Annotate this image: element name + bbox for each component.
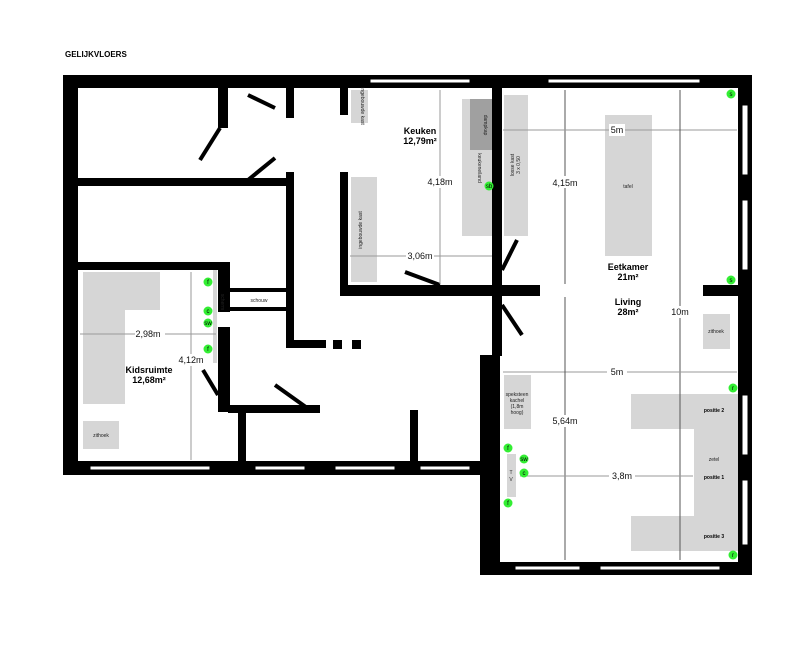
label-kachel-4: hoog)	[511, 410, 524, 416]
label-kachel-2: kachel	[510, 398, 524, 404]
label-schouw: schouw	[251, 298, 268, 304]
label-positie-2: positie 2	[704, 408, 725, 414]
dim-tv-distance: 3,8m	[612, 471, 632, 481]
dampkap	[470, 99, 495, 150]
dim-total-length: 10m	[671, 307, 689, 317]
label-keukeneiland: keukeneiland	[476, 153, 482, 183]
losse-kast	[504, 95, 528, 236]
scherm	[213, 270, 217, 363]
room-kidsruimte-name: Kidsruimte	[125, 365, 172, 375]
dim-eetkamer-width: 5m	[611, 125, 624, 135]
label-losse-kast-size: 3 x 0,50	[516, 156, 522, 174]
dim-keuken-height: 4,18m	[427, 177, 452, 187]
zithoek-kids	[83, 421, 119, 449]
label-kachel-3: (1,8m	[511, 404, 524, 410]
svg-text:c: c	[523, 471, 526, 477]
plan-title: GELIJKVLOERS	[65, 50, 127, 59]
room-eetkamer-name: Eetkamer	[608, 262, 649, 272]
label-dampkap: dampkap	[482, 115, 488, 136]
svg-text:s: s	[730, 92, 733, 98]
dim-living-height: 5,64m	[552, 416, 577, 426]
label-zithoek-kids: zithoek	[93, 433, 109, 439]
svg-text:r: r	[732, 386, 734, 392]
label-positie-3: positie 3	[704, 534, 725, 540]
svg-text:f: f	[507, 501, 509, 507]
doors	[198, 93, 524, 412]
room-kidsruimte-area: 12,68m²	[132, 375, 166, 385]
zetel-bottom	[631, 516, 739, 551]
dim-kids-width: 2,98m	[135, 329, 160, 339]
schouw	[232, 292, 287, 307]
label-positie-1: positie 1	[704, 475, 725, 481]
walls	[63, 75, 752, 575]
dim-eetkamer-height: 4,15m	[552, 178, 577, 188]
label-tafel: tafel	[623, 184, 632, 190]
svg-text:f: f	[207, 280, 209, 286]
svg-text:f: f	[507, 446, 509, 452]
tv	[507, 454, 516, 497]
room-keuken-area: 12,79m²	[403, 136, 437, 146]
windows	[89, 78, 749, 571]
label-losse-kast: losse kast	[510, 153, 516, 176]
outlet-markers: sb s s f c sw f f sw c f r r	[203, 89, 738, 560]
zithoek-living	[703, 314, 730, 349]
furniture	[83, 90, 739, 551]
room-keuken-name: Keuken	[404, 126, 437, 136]
label-tv-2: V	[509, 477, 513, 483]
svg-text:c: c	[207, 309, 210, 315]
room-living-name: Living	[615, 297, 642, 307]
room-eetkamer-area: 21m²	[617, 272, 638, 282]
label-ingebouwde-kast-2: ingebouwde kast	[358, 211, 364, 249]
svg-text:s: s	[730, 278, 733, 284]
ingebouwde-kast-side	[351, 177, 377, 282]
dim-keuken-width: 3,06m	[407, 251, 432, 261]
label-ingebouwde-kast-1: ingebouwde kast	[359, 87, 365, 125]
svg-text:f: f	[207, 347, 209, 353]
label-zetel: zetel	[709, 457, 720, 463]
svg-text:sb: sb	[486, 184, 493, 190]
tafel	[605, 115, 652, 256]
svg-text:r: r	[732, 553, 734, 559]
kids-furniture-side	[83, 272, 125, 404]
label-scherm: scherm	[219, 294, 225, 310]
label-kachel-1: speksteen	[506, 392, 529, 398]
ingebouwde-kast-top	[351, 90, 368, 123]
spekstenen-kachel	[504, 375, 531, 429]
label-tv-1: T	[509, 470, 512, 476]
svg-text:sw: sw	[204, 321, 212, 327]
room-living-area: 28m²	[617, 307, 638, 317]
label-zithoek-living: zithoek	[708, 329, 724, 335]
svg-text:sw: sw	[520, 457, 528, 463]
dim-living-width: 5m	[611, 367, 624, 377]
dim-kids-height: 4,12m	[178, 355, 203, 365]
